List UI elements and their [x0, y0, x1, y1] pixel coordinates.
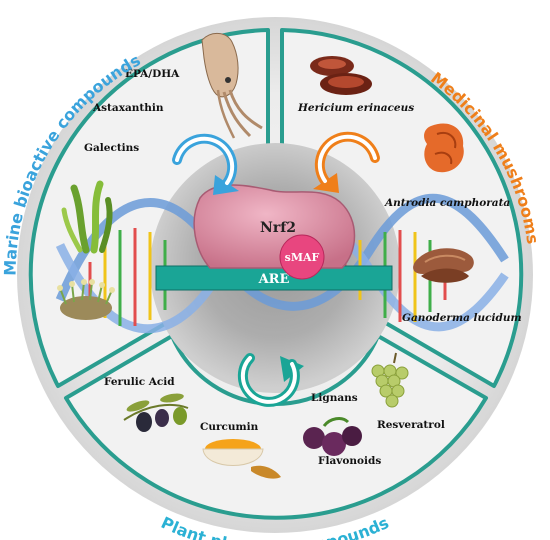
hericium-mushroom-icon — [310, 56, 372, 95]
berries-icon — [303, 417, 362, 456]
grapes-icon — [371, 352, 409, 408]
marine-cycle-arrow-icon — [172, 133, 239, 195]
are-label: ARE — [258, 272, 290, 287]
nrf2-protein: Nrf2 — [193, 184, 356, 269]
marine-item-3: Galectins — [84, 142, 139, 154]
smaf-label: sMAF — [285, 251, 320, 264]
plant-item-4: Resveratrol — [377, 419, 445, 431]
squid-icon — [201, 33, 263, 139]
marine-item-1: EPA/DHA — [125, 68, 180, 80]
ganoderma-mushroom-icon — [413, 248, 474, 283]
mushroom-item-1: Hericium erinaceus — [297, 102, 414, 114]
antrodia-mushroom-icon — [424, 123, 464, 173]
mushroom-item-2: Antrodia camphorata — [384, 197, 510, 209]
coral-icon — [57, 279, 115, 320]
turmeric-bowl-icon — [202, 439, 281, 479]
nrf2-label: Nrf2 — [260, 220, 296, 236]
marine-item-2: Astaxanthin — [92, 102, 164, 114]
mushroom-cycle-arrow-icon — [313, 131, 380, 193]
olive-branch-icon — [123, 393, 189, 432]
smaf-protein: sMAF — [279, 234, 325, 280]
mushroom-item-3: Ganoderma lucidum — [402, 312, 522, 324]
plant-item-2: Curcumin — [200, 421, 259, 433]
plant-item-3: Lignans — [311, 392, 358, 404]
plant-item-5: Flavonoids — [318, 455, 381, 467]
plant-item-1: Ferulic Acid — [104, 376, 175, 388]
seaweed-icon — [61, 180, 113, 254]
are-element: ARE — [155, 265, 393, 291]
plant-cycle-arrow-icon — [237, 353, 304, 407]
